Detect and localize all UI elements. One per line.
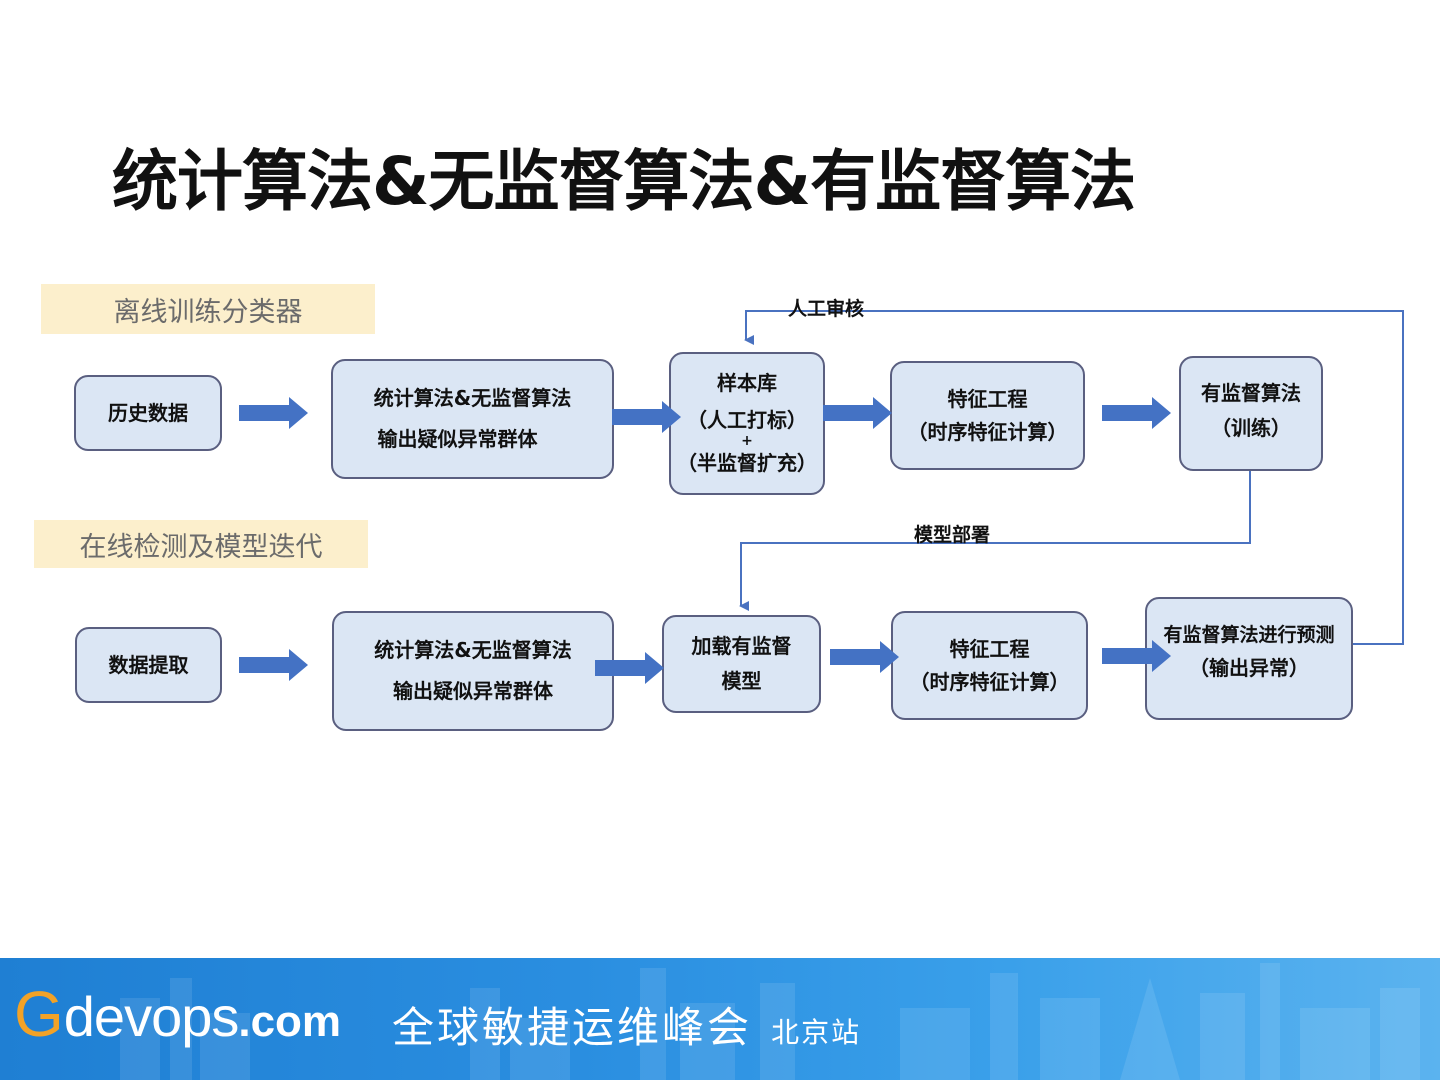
gdevops-logo: G devops .com — [14, 982, 341, 1046]
arrow-history-to-stat — [239, 397, 308, 429]
section-label-offline: 离线训练分类器 — [41, 284, 375, 334]
arrow-sample-to-feature — [823, 397, 892, 429]
page-title: 统计算法&无监督算法&有监督算法 — [112, 143, 1136, 220]
offline-stat-line2: 输出疑似异常群体 — [377, 427, 538, 451]
supervised-predict-line1: 有监督算法进行预测 — [1163, 624, 1335, 646]
model-deploy-label: 模型部署 — [914, 524, 991, 546]
online-feature-box: 特征工程 （时序特征计算） — [891, 611, 1088, 720]
arrow-load-to-feature — [830, 641, 899, 673]
supervised-train-line2: （训练） — [1211, 416, 1291, 440]
offline-feature-box: 特征工程 （时序特征计算） — [890, 361, 1085, 470]
arrow-feature-to-predict — [1102, 640, 1171, 672]
online-stat-line1: 统计算法&无监督算法 — [374, 638, 572, 662]
arrow-extract-to-stat — [239, 649, 308, 681]
section-label-online: 在线检测及模型迭代 — [34, 520, 368, 568]
load-model-line1: 加载有监督 — [691, 634, 792, 658]
sample-line4: （半监督扩充） — [677, 450, 817, 475]
load-model-line2: 模型 — [721, 669, 762, 693]
online-feature-line1: 特征工程 — [949, 636, 1030, 661]
city-skyline-graphic — [120, 963, 1420, 1080]
arrow-stat-to-load — [595, 652, 664, 684]
online-stat-box: 统计算法&无监督算法 输出疑似异常群体 — [332, 611, 614, 731]
offline-feature-line1: 特征工程 — [947, 386, 1028, 411]
data-extract-label: 数据提取 — [108, 652, 189, 677]
logo-g: G — [14, 978, 64, 1050]
connector-lines — [739, 310, 1404, 645]
event-location: 北京站 — [771, 1016, 862, 1049]
footer-banner: G devops .com — [0, 958, 1440, 1080]
sample-library-box: 样本库 （人工打标） + （半监督扩充） — [669, 352, 825, 495]
supervised-predict-line2: （输出异常） — [1189, 655, 1309, 680]
sample-line3: + — [741, 433, 753, 450]
event-name: 全球敏捷运维峰会 — [392, 1003, 753, 1052]
sample-line2: （人工打标） — [687, 408, 807, 433]
supervised-train-line1: 有监督算法 — [1201, 381, 1301, 405]
sample-line1: 样本库 — [717, 371, 777, 396]
data-extract-box: 数据提取 — [75, 627, 222, 703]
offline-feature-line2: （时序特征计算） — [907, 419, 1068, 444]
supervised-predict-box: 有监督算法进行预测 （输出异常） — [1145, 597, 1353, 720]
logo-com: .com — [238, 997, 342, 1046]
logo-devops: devops — [63, 985, 240, 1048]
offline-stat-box: 统计算法&无监督算法 输出疑似异常群体 — [331, 359, 614, 479]
history-data-box: 历史数据 — [74, 375, 222, 451]
arrow-feature-to-supervised — [1102, 397, 1171, 429]
load-model-box: 加载有监督 模型 — [662, 615, 821, 713]
manual-review-label: 人工审核 — [788, 298, 865, 320]
online-stat-line2: 输出疑似异常群体 — [393, 679, 553, 703]
model-deploy-line — [739, 471, 1251, 611]
arrow-stat-to-sample — [612, 401, 681, 433]
offline-stat-line1: 统计算法&无监督算法 — [373, 386, 572, 410]
manual-review-line — [744, 310, 1404, 645]
supervised-train-box: 有监督算法 （训练） — [1179, 356, 1323, 471]
event-title: 全球敏捷运维峰会 北京站 — [392, 994, 861, 1055]
history-data-label: 历史数据 — [108, 400, 188, 425]
online-feature-line2: （时序特征计算） — [909, 669, 1070, 694]
